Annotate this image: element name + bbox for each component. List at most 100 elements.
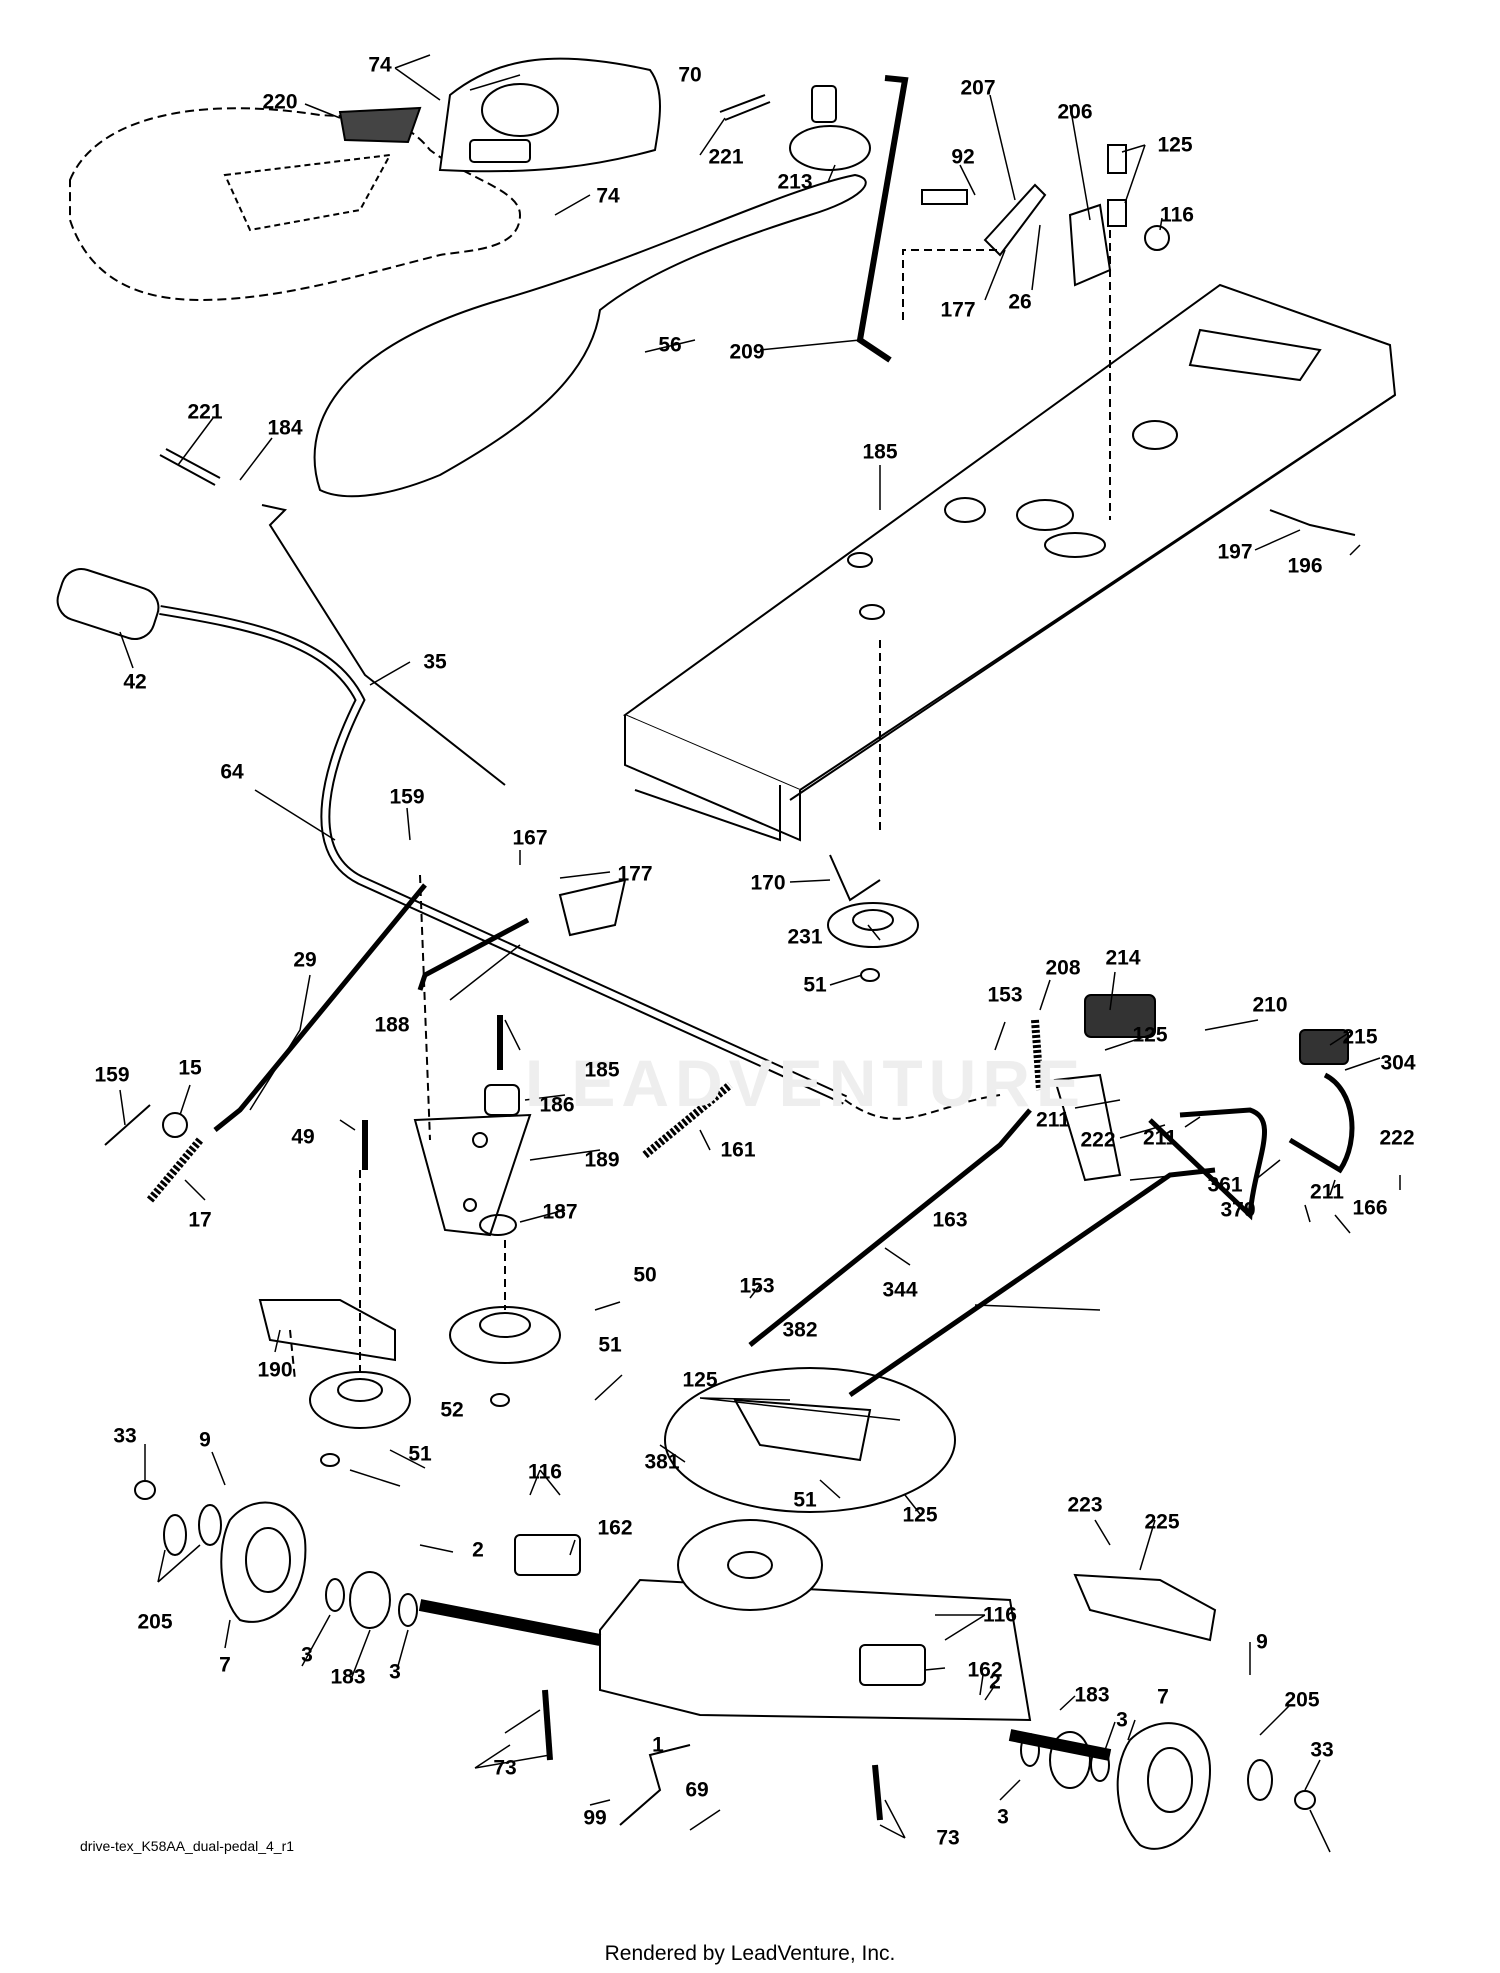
pin-221-top xyxy=(719,94,771,121)
callout-label: 64 xyxy=(220,760,244,784)
callout-label: 208 xyxy=(1045,956,1081,980)
callout-label: 162 xyxy=(597,1516,633,1540)
spring-208 xyxy=(1031,1019,1044,1091)
nut-51c xyxy=(320,1453,340,1467)
pedal-214 xyxy=(1084,994,1156,1038)
pulley-50-inner xyxy=(479,1312,531,1338)
callout-label: 205 xyxy=(1284,1688,1320,1712)
callout-label: 161 xyxy=(720,1138,756,1162)
nut-51b xyxy=(490,1393,510,1407)
seat-panel xyxy=(223,153,392,232)
callout-label: 42 xyxy=(123,670,147,694)
mount-162b xyxy=(859,1644,926,1686)
callout-label: 183 xyxy=(1074,1683,1110,1707)
frame-hole-2 xyxy=(1016,499,1074,531)
pedal-arm-304 xyxy=(1288,1072,1355,1174)
callout-label: 99 xyxy=(583,1806,607,1830)
callout-label: 221 xyxy=(708,145,744,169)
render-credit: Rendered by LeadVenture, Inc. xyxy=(604,1942,896,1965)
bearing-183b xyxy=(1049,1731,1091,1789)
pin-221-left xyxy=(159,448,221,486)
rod-35 xyxy=(261,504,506,786)
callout-label: 92 xyxy=(951,145,975,169)
callout-label: 222 xyxy=(1379,1126,1415,1150)
washer-3b xyxy=(398,1593,418,1627)
callout-label: 304 xyxy=(1380,1051,1416,1075)
washer-205a xyxy=(163,1514,187,1556)
hub-right-bore xyxy=(1147,1747,1193,1813)
callout-label: 186 xyxy=(539,1093,575,1117)
callout-label: 162 xyxy=(967,1658,1003,1682)
frame-hole-5 xyxy=(847,552,873,568)
bracket-207 xyxy=(983,183,1047,257)
dash-window xyxy=(469,139,531,163)
pedal-215 xyxy=(1299,1029,1349,1065)
rod-344 xyxy=(848,1167,1216,1398)
callout-381 xyxy=(664,1367,956,1513)
knob-stem xyxy=(811,85,837,123)
callout-label: 220 xyxy=(262,90,298,114)
callout-label: 125 xyxy=(902,1503,938,1527)
diagram-code: drive-tex_K58AA_dual-pedal_4_r1 xyxy=(80,1838,295,1854)
dashed-leaders xyxy=(289,230,1111,1381)
callout-label: 183 xyxy=(330,1665,366,1689)
callout-label: 29 xyxy=(293,948,317,972)
callout-label: 69 xyxy=(685,1778,709,1802)
callout-label: 33 xyxy=(113,1424,137,1448)
plate-hole xyxy=(472,1132,488,1148)
callout-label: 170 xyxy=(750,871,786,895)
callout-label: 197 xyxy=(1217,540,1253,564)
callout-label: 209 xyxy=(729,340,765,364)
washer-205c xyxy=(1247,1759,1273,1801)
callout-label: 344 xyxy=(882,1278,918,1302)
washer-205b xyxy=(198,1504,222,1546)
callout-label: 51 xyxy=(408,1442,432,1466)
callout-label: 52 xyxy=(440,1398,464,1422)
callout-label: 153 xyxy=(987,983,1023,1007)
callout-label: 116 xyxy=(528,1460,562,1484)
callout-label: 73 xyxy=(936,1826,960,1850)
plate-189 xyxy=(413,1113,532,1237)
callout-label: 56 xyxy=(658,333,682,357)
callout-label: 213 xyxy=(777,170,813,194)
callout-label: 33 xyxy=(1310,1738,1334,1762)
callout-label: 159 xyxy=(389,785,425,809)
hub-left-7 xyxy=(220,1501,307,1623)
bolt-73a xyxy=(542,1689,553,1761)
callout-label: 211 xyxy=(1036,1108,1070,1132)
drive-belt xyxy=(313,173,867,498)
nut-51a xyxy=(860,968,880,982)
bolt-73b xyxy=(872,1764,883,1821)
bolt-125a xyxy=(1107,144,1127,174)
callout-label: 381 xyxy=(644,1450,680,1474)
callout-label: 49 xyxy=(291,1125,315,1149)
callout-label: 153 xyxy=(739,1274,775,1298)
callout-label: 2 xyxy=(989,1670,1001,1694)
callout-label: 184 xyxy=(267,416,303,440)
callout-label: 215 xyxy=(1342,1025,1378,1049)
dash-opening xyxy=(481,83,559,137)
pulley-50 xyxy=(449,1306,561,1364)
callout-label: 206 xyxy=(1057,100,1093,124)
callout-label: 189 xyxy=(584,1148,620,1172)
callout-label: 51 xyxy=(793,1488,817,1512)
frame-hole-6 xyxy=(859,604,885,620)
pedal-arm-210 xyxy=(1148,1107,1267,1221)
callout-label: 1 xyxy=(652,1733,664,1757)
callout-label: 3 xyxy=(1116,1708,1128,1732)
callout-label: 221 xyxy=(187,400,223,424)
spring-161 xyxy=(642,1081,733,1159)
transaxle-housing xyxy=(599,1578,1032,1722)
callout-label: 125 xyxy=(1157,133,1193,157)
callout-label: 35 xyxy=(423,650,447,674)
fan-hub xyxy=(727,1551,773,1579)
callout-label: 222 xyxy=(1080,1128,1116,1152)
clip-33a xyxy=(134,1480,156,1500)
callout-label: 50 xyxy=(633,1263,657,1287)
washer-3d xyxy=(1090,1748,1110,1782)
callout-label: 187 xyxy=(542,1200,578,1224)
bracket-pedal xyxy=(1053,1073,1122,1182)
callout-label: 116 xyxy=(983,1603,1017,1627)
callout-label: 125 xyxy=(682,1368,718,1392)
